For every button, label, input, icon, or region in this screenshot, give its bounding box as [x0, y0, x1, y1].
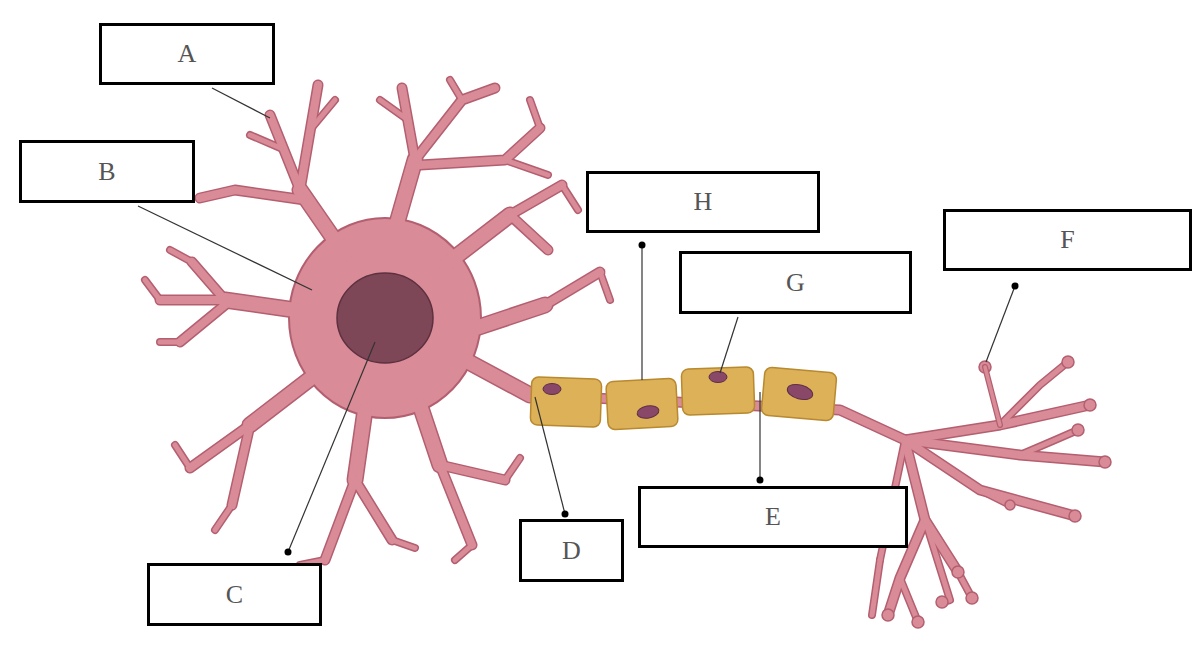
axon-terminals	[882, 356, 1111, 628]
label-box: H	[586, 171, 820, 233]
label-letter: C	[226, 580, 243, 610]
cell-body	[289, 218, 481, 418]
leader-lines	[138, 88, 1015, 552]
label-box: B	[19, 140, 195, 203]
label-letter: A	[178, 39, 197, 69]
label-letter: B	[98, 157, 115, 187]
neuron	[145, 80, 1111, 628]
label-box: A	[99, 23, 275, 85]
label-box: D	[519, 519, 624, 582]
label-box: E	[638, 486, 908, 548]
label-letter: H	[694, 187, 713, 217]
label-letter: E	[765, 502, 781, 532]
label-box: F	[943, 209, 1192, 271]
label-box: C	[147, 563, 322, 626]
myelin-sheath	[530, 367, 837, 430]
label-letter: D	[562, 536, 581, 566]
label-letter: G	[786, 268, 805, 298]
label-box: G	[679, 251, 912, 314]
label-letter: F	[1060, 225, 1074, 255]
schwann-nuclei	[543, 372, 814, 420]
nucleus	[337, 273, 433, 363]
leader-dots	[285, 242, 1019, 556]
